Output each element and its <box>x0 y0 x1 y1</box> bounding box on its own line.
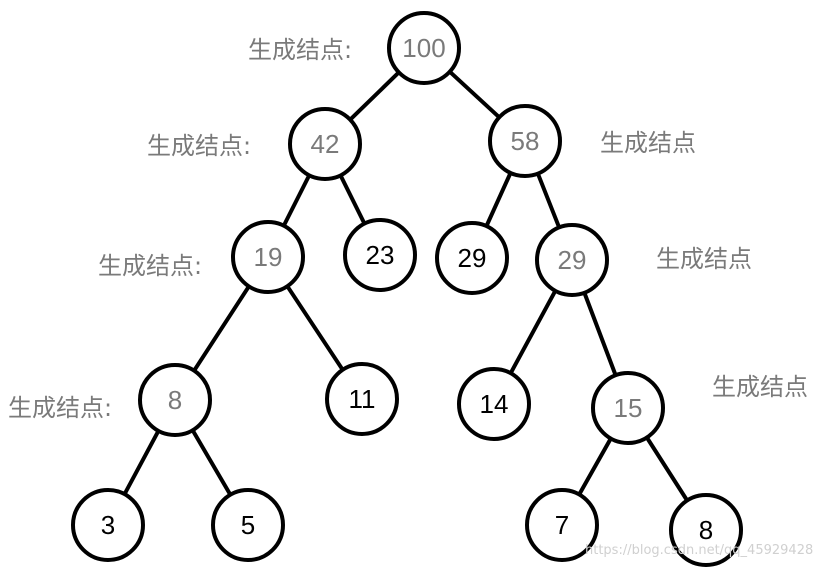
node-circle <box>231 220 305 294</box>
node-value: 29 <box>558 245 587 275</box>
tree-edge <box>484 170 513 229</box>
tree-edge <box>447 69 502 120</box>
tree-edge <box>348 70 401 122</box>
generated-node-label: 生成结点: <box>248 36 352 64</box>
node-circle <box>71 488 145 562</box>
tree-node: 8 <box>138 363 212 437</box>
node-value: 15 <box>614 393 643 423</box>
node-circle <box>488 104 562 178</box>
tree-node: 3 <box>71 488 145 562</box>
tree-node: 11 <box>325 362 399 436</box>
tree-node: 100 <box>387 11 461 85</box>
node-value: 5 <box>241 510 255 540</box>
tree-node: 15 <box>591 371 665 445</box>
tree-edge <box>122 428 161 497</box>
generated-node-label: 生成结点: <box>8 394 112 422</box>
tree-node: 23 <box>343 218 417 292</box>
node-value: 29 <box>458 243 487 273</box>
tree-edge <box>338 173 367 226</box>
node-value: 14 <box>480 389 509 419</box>
tree-node: 29 <box>535 223 609 297</box>
node-value: 42 <box>311 129 340 159</box>
tree-node: 7 <box>525 488 599 562</box>
node-value: 100 <box>402 33 445 63</box>
tree-edge <box>582 290 618 378</box>
tree-node: 5 <box>211 488 285 562</box>
node-value: 23 <box>366 240 395 270</box>
tree-node: 14 <box>457 367 531 441</box>
generated-node-label: 生成结点: <box>98 252 202 280</box>
tree-node: 8 <box>669 493 743 567</box>
generated-node-label: 生成结点: <box>147 132 251 160</box>
tree-edges <box>122 69 690 503</box>
node-circle <box>387 11 461 85</box>
node-value: 8 <box>699 515 713 545</box>
node-circle <box>525 488 599 562</box>
tree-edge <box>285 284 345 372</box>
node-circle <box>343 218 417 292</box>
node-circle <box>325 362 399 436</box>
node-value: 3 <box>101 510 115 540</box>
tree-node: 19 <box>231 220 305 294</box>
tree-edge <box>644 435 690 503</box>
node-value: 19 <box>254 242 283 272</box>
node-value: 7 <box>555 510 569 540</box>
tree-nodes: 100 42 58 19 23 29 29 8 11 14 15 3 5 7 8 <box>71 11 743 567</box>
tree-node: 29 <box>435 221 509 295</box>
node-circle <box>669 493 743 567</box>
tree-edge <box>577 436 613 497</box>
tree-node: 42 <box>288 107 362 181</box>
node-value: 11 <box>349 384 376 414</box>
tree-edge <box>508 288 558 376</box>
generated-node-label: 生成结点 <box>600 129 696 157</box>
tree-edge <box>535 171 562 230</box>
watermark: https://blog.csdn.net/qq_45929428 <box>585 543 814 558</box>
node-value: 58 <box>511 126 540 156</box>
generated-node-label: 生成结点 <box>656 245 752 273</box>
tree-edge <box>190 428 233 497</box>
tree-node: 58 <box>488 104 562 178</box>
node-circle <box>591 371 665 445</box>
node-circle <box>211 488 285 562</box>
node-circle <box>435 221 509 295</box>
node-circle <box>138 363 212 437</box>
generated-node-label: 生成结点 <box>712 373 808 401</box>
node-circle <box>288 107 362 181</box>
node-circle <box>457 367 531 441</box>
node-circle <box>535 223 609 297</box>
node-value: 8 <box>168 385 182 415</box>
tree-edge <box>192 284 251 373</box>
tree-edge <box>281 173 312 228</box>
